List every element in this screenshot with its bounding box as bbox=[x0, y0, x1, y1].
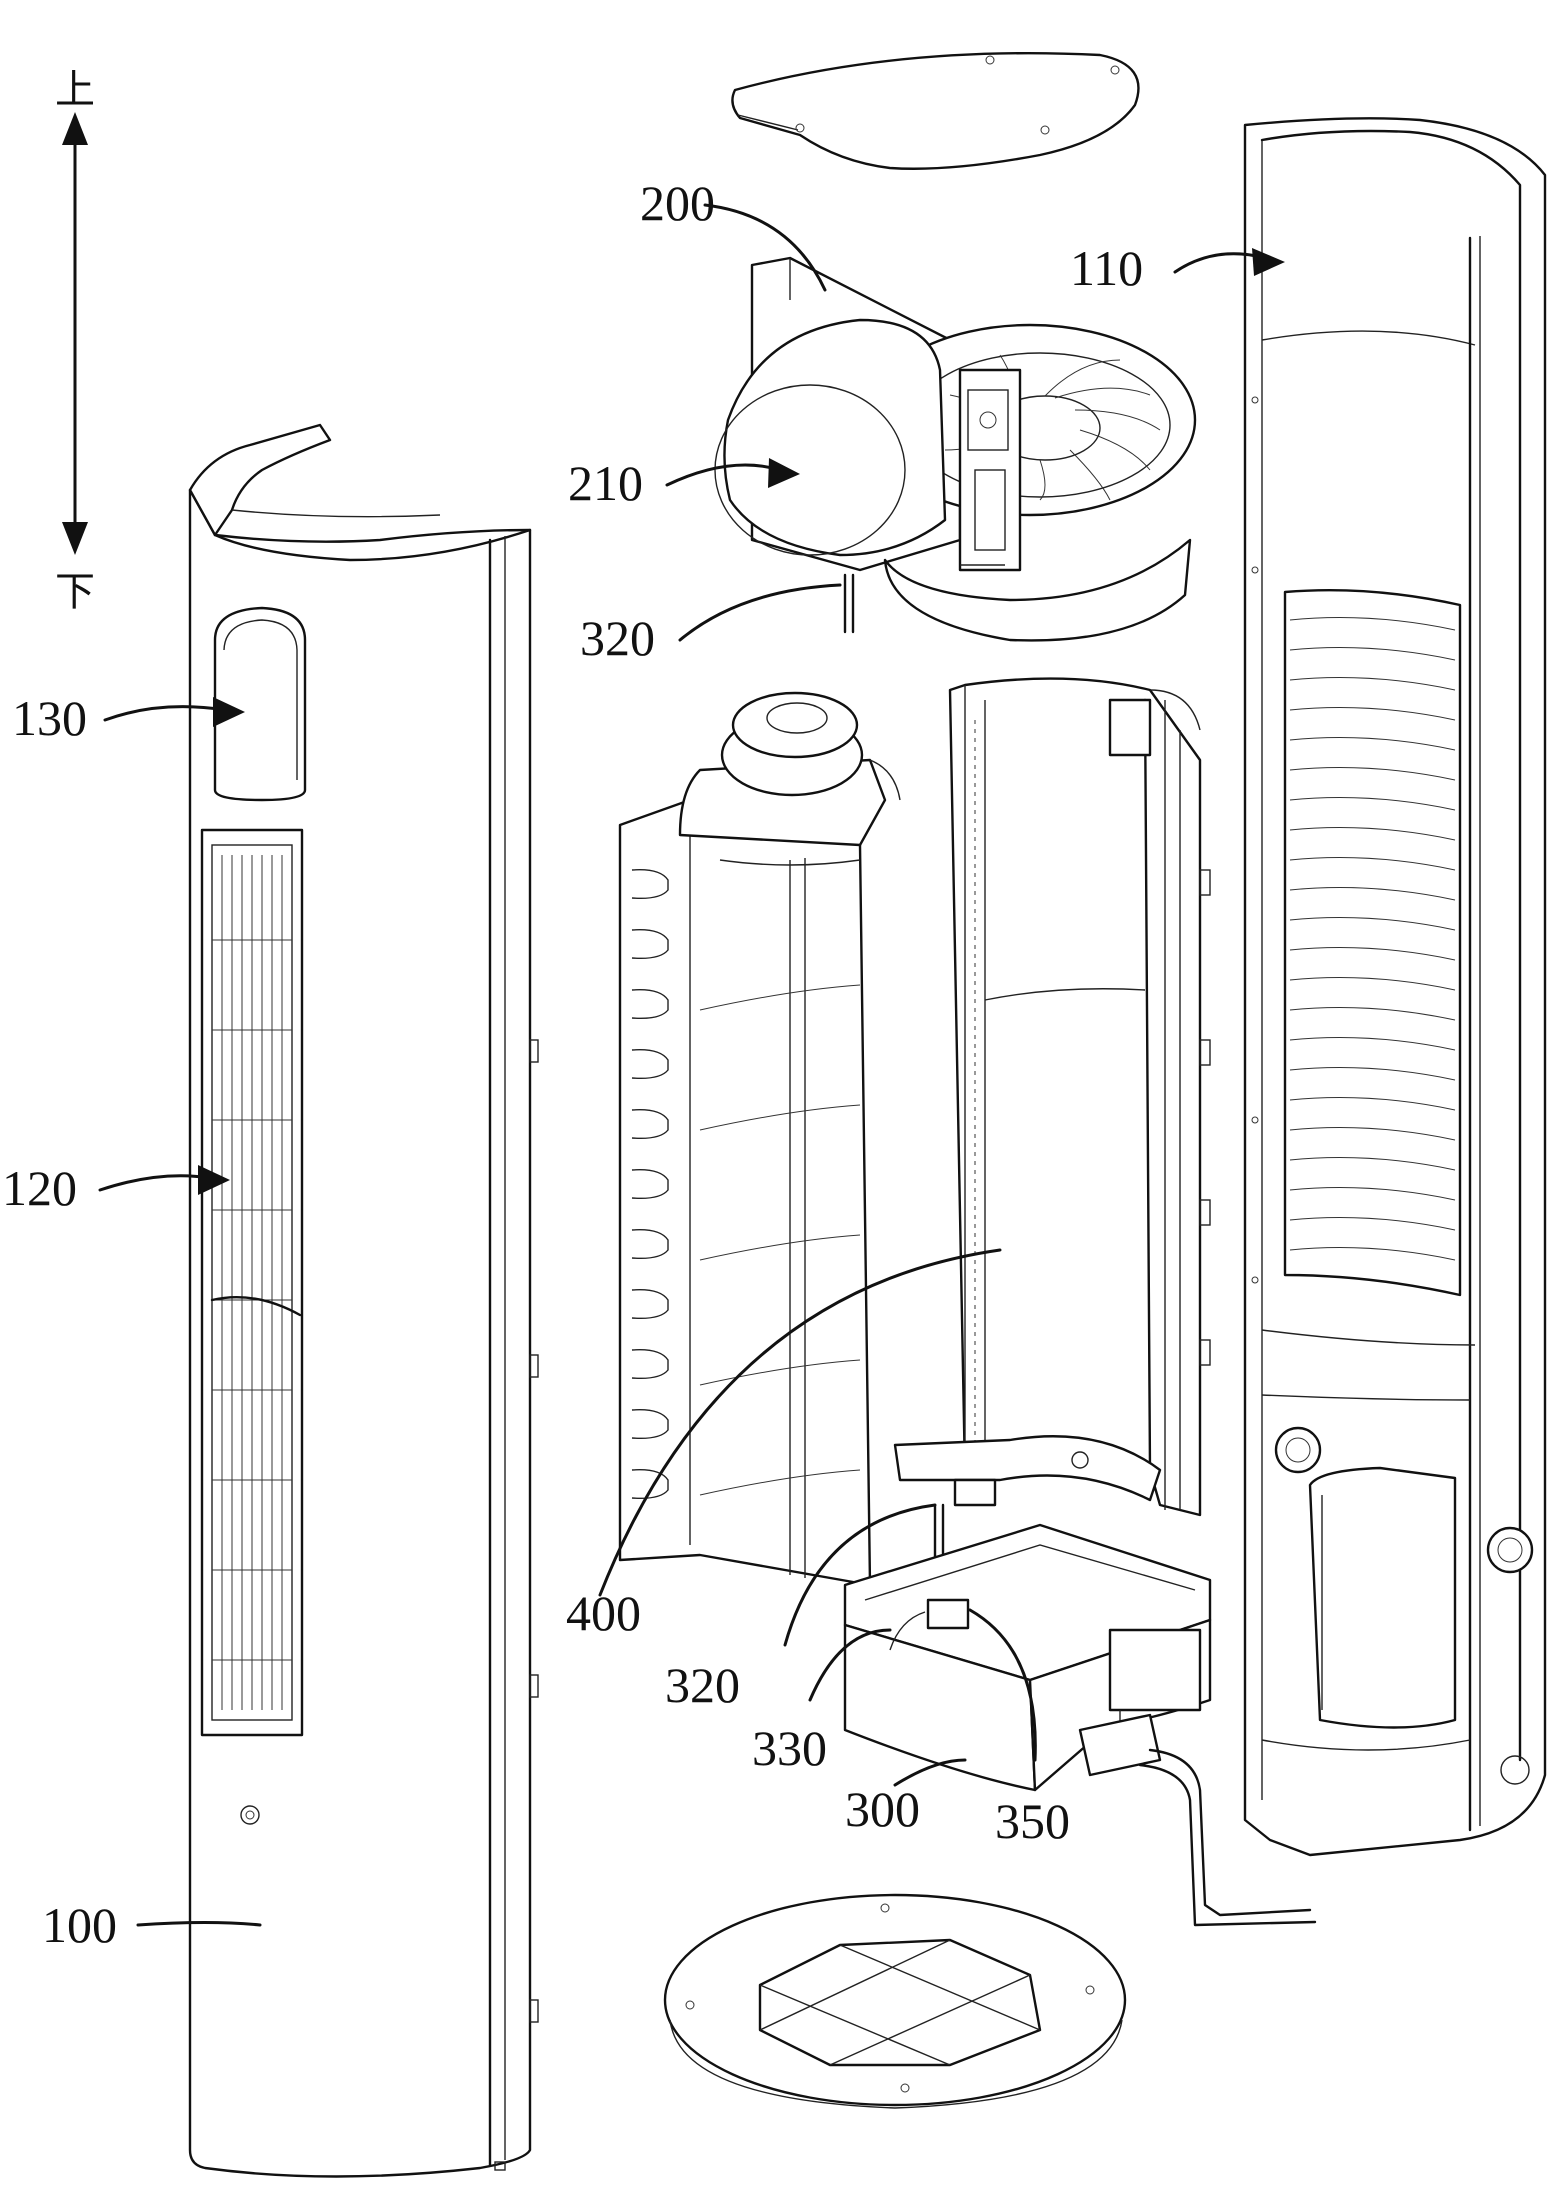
base-plate bbox=[663, 1893, 1127, 2109]
front-panel bbox=[188, 423, 539, 2178]
fan-assembly bbox=[714, 256, 1197, 642]
label-350: 350 bbox=[995, 1793, 1070, 1849]
label-320-lower: 320 bbox=[665, 1657, 740, 1713]
label-300: 300 bbox=[845, 1781, 920, 1837]
label-320-upper: 320 bbox=[580, 610, 655, 666]
label-200: 200 bbox=[640, 175, 715, 231]
inner-frame bbox=[893, 677, 1211, 1612]
hairpin-bends bbox=[631, 869, 669, 1500]
label-400: 400 bbox=[566, 1585, 641, 1641]
heat-exchanger bbox=[618, 691, 901, 1587]
rear-shell bbox=[1243, 117, 1547, 1857]
water-tank bbox=[843, 1523, 1317, 1927]
label-330: 330 bbox=[752, 1720, 827, 1776]
top-cover-plate bbox=[731, 52, 1140, 170]
front-grille bbox=[210, 855, 302, 1710]
label-210: 210 bbox=[568, 455, 643, 511]
label-120: 120 bbox=[2, 1160, 77, 1216]
label-110: 110 bbox=[1070, 240, 1143, 296]
leader-lines bbox=[98, 203, 1285, 1927]
label-130: 130 bbox=[12, 690, 87, 746]
direction-down-label: 下 bbox=[55, 569, 95, 615]
label-100: 100 bbox=[42, 1897, 117, 1953]
reference-labels: 200 110 210 320 130 120 400 320 330 300 … bbox=[2, 175, 1143, 1953]
rear-louvers bbox=[1289, 617, 1456, 1261]
direction-up-label: 上 bbox=[55, 67, 95, 113]
direction-indicator: 上 下 bbox=[55, 67, 95, 615]
